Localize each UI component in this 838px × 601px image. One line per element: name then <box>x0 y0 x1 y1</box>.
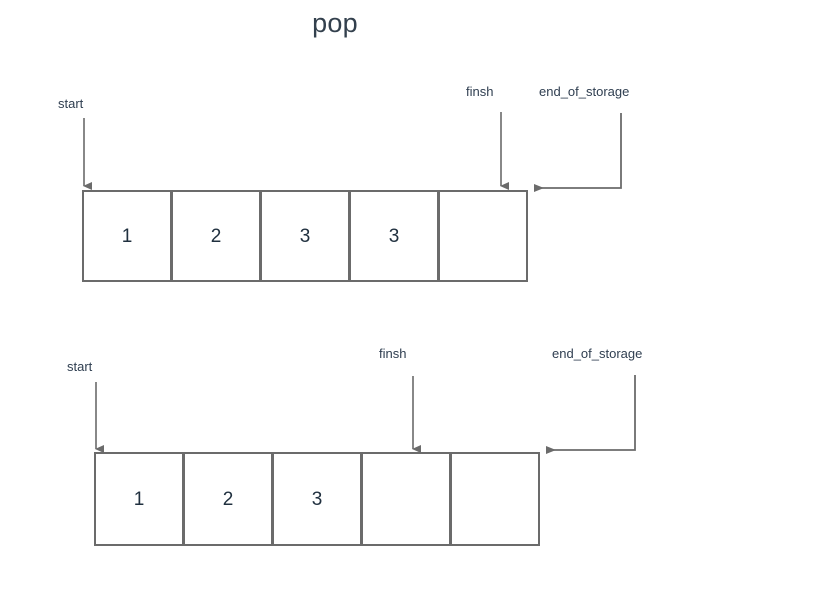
bottom-cell-0: 1 <box>94 452 184 546</box>
top-cell-2: 3 <box>260 190 350 282</box>
top-cell-0: 1 <box>82 190 172 282</box>
bottom-end-of-storage-arrow-icon <box>546 375 636 454</box>
bottom-start-label: start <box>67 359 93 374</box>
top-cell-3: 3 <box>349 190 439 282</box>
top-cell-4 <box>438 190 528 282</box>
top-end-of-storage-label: end_of_storage <box>539 84 630 99</box>
top-cell-1: 2 <box>171 190 261 282</box>
bottom-cell-1: 2 <box>183 452 273 546</box>
top-end-of-storage-arrow-icon <box>534 113 622 192</box>
bottom-cell-3 <box>361 452 451 546</box>
top-finish-label: finsh <box>466 84 494 99</box>
top-start-label: start <box>58 96 84 111</box>
bottom-end-of-storage-label: end_of_storage <box>552 346 643 361</box>
page-title: pop <box>312 8 358 38</box>
bottom-finish-label: finsh <box>379 346 407 361</box>
bottom-cell-4 <box>450 452 540 546</box>
bottom-cell-2: 3 <box>272 452 362 546</box>
